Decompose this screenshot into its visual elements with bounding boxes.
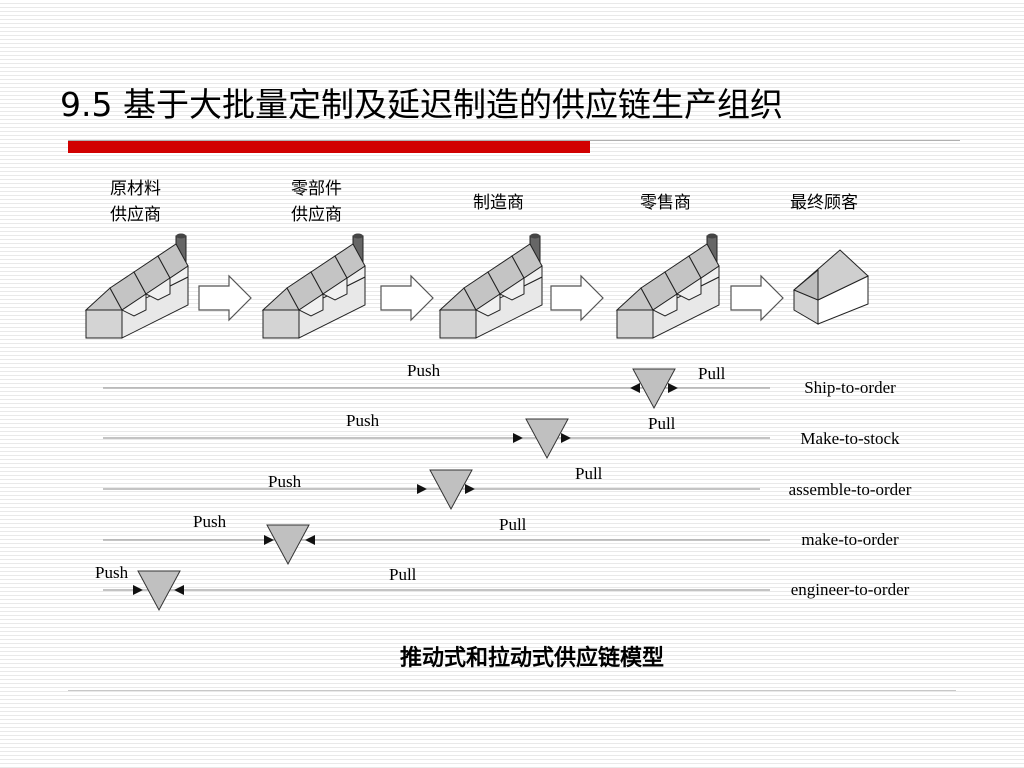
slide-title: 9.5 基于大批量定制及延迟制造的供应链生产组织 (60, 85, 783, 124)
stage-label-raw-material-supplier: 原材料 供应商 (110, 176, 161, 228)
decoupling-point-icon (429, 469, 473, 511)
pull-arrowhead-icon (668, 383, 678, 393)
push-label: Push (407, 361, 441, 380)
pull-label: Pull (648, 414, 676, 433)
title-accent-bar (68, 141, 590, 153)
title-underline (68, 140, 960, 141)
factory-icon (616, 233, 720, 339)
pull-arrowhead-icon (561, 433, 571, 443)
flow-arrow-icon (380, 275, 434, 321)
stage-label-line: 供应商 (110, 205, 161, 225)
flow-arrow-icon (198, 275, 252, 321)
flow-arrow-icon (730, 275, 784, 321)
stage-label-line: 原材料 (110, 179, 161, 199)
stage-label-line: 最终顾客 (790, 193, 858, 213)
push-arrowhead-icon (264, 535, 274, 545)
stage-label-line: 制造商 (473, 193, 524, 213)
stage-label-retailer: 零售商 (640, 190, 691, 216)
strategy-name: Make-to-stock (800, 429, 900, 448)
decoupling-point-icon (632, 368, 676, 410)
push-arrowhead-icon (513, 433, 523, 443)
pull-label: Pull (575, 464, 603, 483)
house-icon (793, 249, 869, 325)
decoupling-point-icon (525, 418, 569, 460)
stage-label-line: 零售商 (640, 193, 691, 213)
strategy-row-engineer-to-order (103, 570, 770, 612)
pull-arrowhead-icon (465, 484, 475, 494)
push-label: Push (346, 411, 380, 430)
strategy-row-make-to-stock (103, 418, 770, 460)
strategy-name: make-to-order (801, 530, 899, 549)
push-arrowhead-icon (417, 484, 427, 494)
stage-label-line: 供应商 (291, 205, 342, 225)
strategy-row-ship-to-order (103, 368, 770, 410)
decoupling-point-icon (137, 570, 181, 612)
push-label: Push (193, 512, 227, 531)
pull-arrowhead-icon (174, 585, 184, 595)
diagram-caption: 推动式和拉动式供应链模型 (399, 645, 664, 671)
pull-arrowhead-icon (305, 535, 315, 545)
push-arrowhead-icon (630, 383, 640, 393)
pull-label: Pull (499, 515, 527, 534)
footer-divider (68, 690, 956, 691)
strategy-name: Ship-to-order (804, 378, 896, 397)
stage-label-component-supplier: 零部件 供应商 (291, 176, 342, 228)
strategy-row-make-to-order (103, 524, 770, 566)
flow-arrow-icon (550, 275, 604, 321)
strategy-row-assemble-to-order (103, 469, 760, 511)
push-label: Push (268, 472, 302, 491)
push-arrowhead-icon (133, 585, 143, 595)
pull-label: Pull (698, 364, 726, 383)
push-label: Push (95, 563, 129, 582)
stage-label-end-customer: 最终顾客 (790, 190, 858, 216)
factory-icon (85, 233, 189, 339)
stage-label-line: 零部件 (291, 179, 342, 199)
factory-icon (439, 233, 543, 339)
stage-label-manufacturer: 制造商 (473, 190, 524, 216)
strategy-name: engineer-to-order (790, 580, 910, 599)
factory-icon (262, 233, 366, 339)
pull-label: Pull (389, 565, 417, 584)
decoupling-point-icon (266, 524, 310, 566)
strategy-name: assemble-to-order (788, 480, 912, 499)
